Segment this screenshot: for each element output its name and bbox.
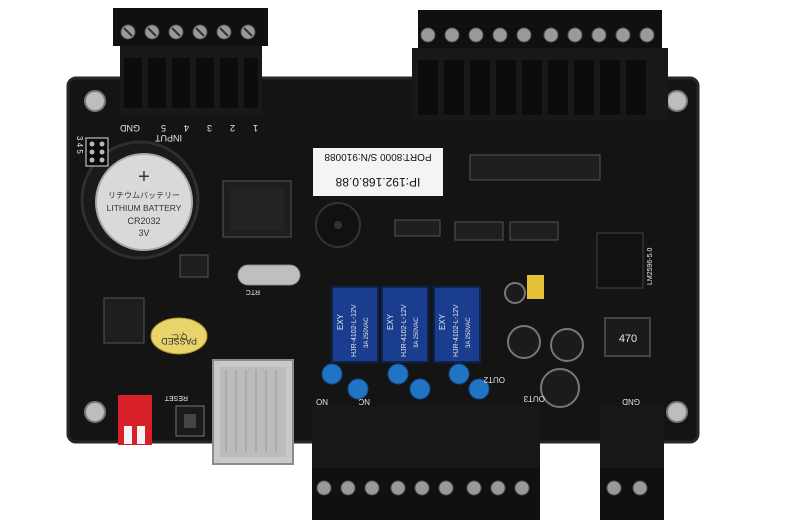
- silk-1: 1: [253, 123, 258, 133]
- relay-2-rating: 3A 250VAC: [414, 317, 420, 348]
- silk-3: 3: [207, 123, 212, 133]
- relay-3-brand: EXY: [438, 313, 447, 330]
- ip-label-sticker: PORT:8000 S/N:910088 IP:192.168.0.88: [313, 148, 443, 196]
- mounting-hole-tl: [84, 90, 106, 112]
- mounting-hole-bl: [84, 401, 106, 423]
- relay-3-rating: 3A 250VAC: [466, 317, 472, 348]
- terminal-block-top-right[interactable]: [412, 10, 668, 120]
- reset-button[interactable]: [175, 405, 205, 437]
- crystal: [237, 264, 301, 286]
- ethernet-jack[interactable]: [212, 359, 294, 465]
- misc-ics: [103, 154, 601, 344]
- label-line-ip: IP:192.168.0.88: [335, 175, 420, 189]
- silk-input: INPUT: [154, 133, 182, 143]
- silk-out3: OUT3: [523, 394, 545, 403]
- qc-line-2: PASSED: [161, 336, 197, 346]
- battery-line-1: LITHIUM BATTERY: [107, 203, 182, 213]
- terminal-block-top-left[interactable]: [113, 8, 268, 116]
- blue-cap-5: [448, 363, 470, 385]
- blue-cap-4: [409, 378, 431, 400]
- buzzer: [315, 202, 361, 248]
- battery-plus: +: [138, 166, 150, 188]
- relay-1-rating: 3A 250VAC: [364, 317, 370, 348]
- relay-1: EXY HJR-4102-L-12V 3A 250VAC: [331, 286, 379, 363]
- battery-line-3: 3V: [138, 228, 149, 238]
- voltage-regulator: LM2596-5.0: [596, 232, 654, 289]
- mounting-holes: [84, 90, 688, 423]
- terminal-block-bottom-right[interactable]: [600, 406, 664, 520]
- mounting-hole-tr: [666, 90, 688, 112]
- mounting-hole-br: [666, 401, 688, 423]
- relay-1-brand: EXY: [336, 313, 345, 330]
- relay-1-model: HJR-4102-L-12V: [351, 304, 358, 357]
- left-header-label: 3 4 5: [75, 136, 84, 154]
- coin-battery: + リチウムバッテリー LITHIUM BATTERY CR2032 3V: [80, 140, 200, 260]
- silk-no: NO: [316, 397, 328, 406]
- silk-reset: RESET: [164, 394, 188, 401]
- relay-2-brand: EXY: [386, 313, 395, 330]
- electrolytic-capacitors: [504, 282, 584, 408]
- blue-capacitors: [321, 363, 490, 400]
- dip-switch[interactable]: [118, 395, 152, 445]
- silk-4: 4: [184, 123, 189, 133]
- eeprom-chip: [179, 254, 209, 278]
- relay-2-model: HJR-4102-L-12V: [401, 304, 408, 357]
- blue-cap-6: [468, 378, 490, 400]
- driver-chip-2: [454, 221, 504, 241]
- battery-line-jp: リチウムバッテリー: [108, 191, 180, 200]
- blue-cap-2: [347, 378, 369, 400]
- regulator-label: LM2596-5.0: [647, 248, 654, 285]
- inductor-label: 470: [619, 333, 637, 345]
- silk-2: 2: [230, 123, 235, 133]
- silk-nc: NC: [358, 397, 370, 406]
- left-pin-header: 3 4 5: [75, 136, 109, 167]
- driver-chip-3: [509, 221, 559, 241]
- label-line-port: PORT:8000 S/N:910088: [324, 151, 432, 162]
- driver-chip-1: [394, 219, 441, 237]
- optocoupler-row: [469, 154, 601, 181]
- tantalum-cap: [527, 275, 544, 299]
- battery-line-2: CR2032: [127, 216, 160, 226]
- relay-3-model: HJR-4102-L-12V: [453, 304, 460, 357]
- mcu-chip: [222, 180, 292, 238]
- relay-3: EXY HJR-4102-L-12V 3A 250VAC: [433, 286, 481, 363]
- qc-passed-sticker: Q.C. PASSED: [150, 317, 208, 355]
- silk-5: 5: [161, 123, 166, 133]
- silk-gnd: GND: [120, 123, 141, 133]
- blue-cap-3: [387, 363, 409, 385]
- inductor: 470: [604, 317, 651, 357]
- silk-rtc: RTC: [246, 288, 260, 295]
- blue-cap-1: [321, 363, 343, 385]
- qc-line-1: Q.C.: [171, 332, 187, 341]
- silk-out2: OUT2: [483, 375, 505, 384]
- terminal-block-bottom-middle[interactable]: [312, 406, 540, 520]
- silk-gnd-bottom: GND: [622, 397, 640, 406]
- relay-2: EXY HJR-4102-L-12V 3A 250VAC: [381, 286, 429, 363]
- usb-converter: [103, 297, 145, 344]
